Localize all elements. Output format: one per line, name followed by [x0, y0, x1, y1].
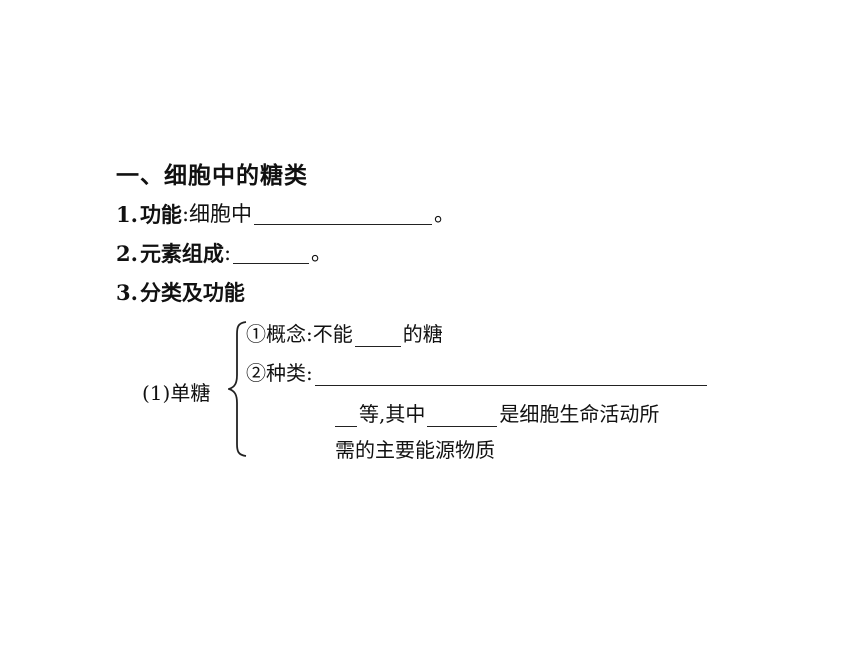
concept-text: 不能	[312, 322, 353, 346]
concept-blank[interactable]	[354, 326, 401, 347]
concept-prefix: ①概念:	[246, 322, 313, 346]
classification-line: 3. 分类及功能	[116, 282, 245, 303]
kinds-text-b: 是细胞生命活动所	[499, 402, 660, 426]
concept-suffix: 的糖	[402, 322, 443, 346]
item-number: 2.	[116, 241, 138, 266]
classification-label: 分类及功能	[139, 280, 245, 305]
function-blank[interactable]	[254, 204, 433, 225]
left-brace	[228, 321, 247, 457]
section-heading: 一、细胞中的糖类	[116, 163, 308, 189]
colon: :	[223, 241, 232, 265]
period: 。	[311, 241, 333, 265]
function-label: 功能	[139, 202, 182, 227]
kinds-final-line: 需的主要能源物质	[335, 438, 495, 462]
function-text: 细胞中	[189, 202, 253, 226]
kinds-line: ②种类:	[246, 357, 709, 386]
elements-blank[interactable]	[233, 243, 310, 264]
monosaccharide-label: (1)单糖	[142, 381, 211, 405]
elements-line: 2. 元素组成 : 。	[116, 243, 332, 264]
function-line: 1. 功能 : 细胞中 。	[116, 204, 455, 225]
main-energy-blank[interactable]	[427, 406, 498, 427]
item-number: 3.	[116, 280, 138, 305]
kinds-prefix: ②种类:	[246, 361, 313, 385]
concept-line: ①概念: 不能 的糖	[246, 318, 443, 347]
kinds-continuation-line: 等,其中 是细胞生命活动所	[335, 398, 659, 427]
kinds-blank-end[interactable]	[335, 406, 357, 427]
elements-label: 元素组成	[139, 241, 224, 266]
colon: :	[181, 202, 190, 226]
period: 。	[434, 202, 456, 226]
kinds-blank[interactable]	[314, 365, 707, 386]
kinds-text-a: 等,其中	[359, 402, 426, 426]
item-number: 1.	[116, 202, 138, 227]
